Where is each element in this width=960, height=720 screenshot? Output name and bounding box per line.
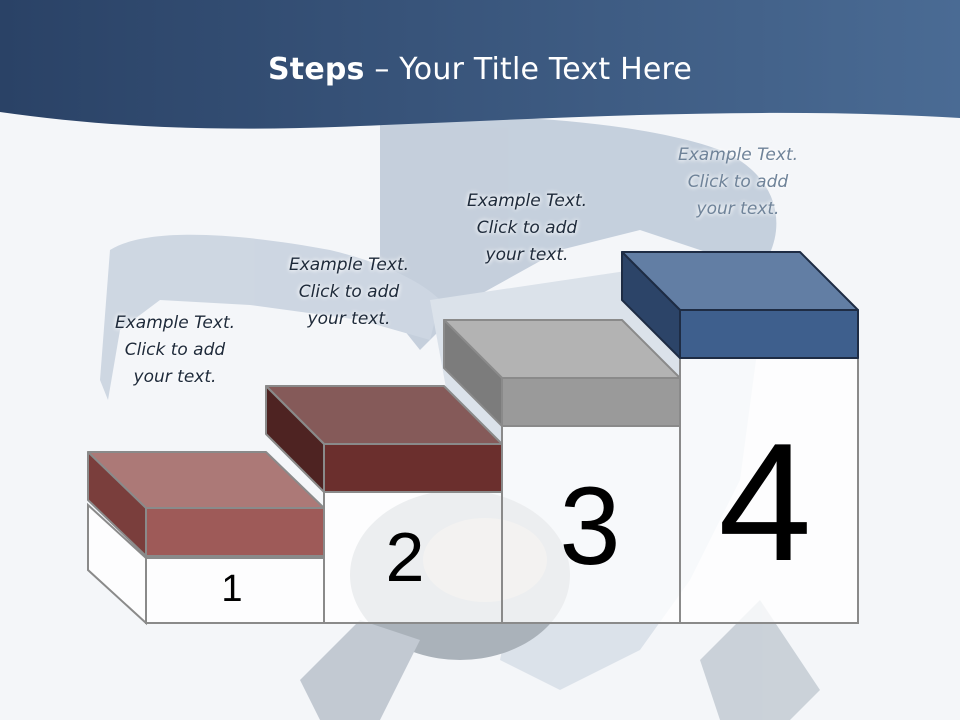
caption-line: Example Text. bbox=[466, 191, 588, 211]
caption-line: Click to add bbox=[687, 172, 789, 192]
step-caption-2[interactable]: Example Text. Click to add your text. bbox=[269, 252, 429, 333]
step-caption-1[interactable]: Example Text. Click to add your text. bbox=[95, 310, 255, 391]
step-caption-3[interactable]: Example Text. Click to add your text. bbox=[447, 188, 607, 269]
caption-line: your text. bbox=[307, 309, 391, 329]
step-number-1: 1 bbox=[221, 568, 243, 610]
caption-line: your text. bbox=[696, 199, 780, 219]
caption-line: Click to add bbox=[124, 340, 226, 360]
caption-line: Click to add bbox=[298, 282, 400, 302]
step-block-3[interactable] bbox=[443, 319, 681, 427]
riser-4 bbox=[679, 357, 859, 624]
header-band bbox=[0, 0, 960, 129]
step-block-2[interactable] bbox=[265, 385, 503, 493]
caption-line: Example Text. bbox=[677, 145, 799, 165]
step-caption-4[interactable]: Example Text. Click to add your text. bbox=[658, 142, 818, 223]
caption-line: Click to add bbox=[476, 218, 578, 238]
slide-title[interactable]: Steps – Your Title Text Here bbox=[0, 52, 960, 87]
step-number-3: 3 bbox=[559, 465, 621, 588]
step-number-2: 2 bbox=[385, 518, 425, 596]
caption-line: your text. bbox=[485, 245, 569, 265]
title-bold: Steps bbox=[267, 52, 365, 87]
step-risers bbox=[87, 357, 859, 626]
riser-2 bbox=[323, 491, 503, 624]
caption-line: Example Text. bbox=[114, 313, 236, 333]
riser-3 bbox=[501, 425, 681, 624]
step-block-1[interactable] bbox=[87, 451, 325, 557]
caption-line: your text. bbox=[133, 367, 217, 387]
step-block-4[interactable] bbox=[621, 251, 859, 359]
step-number-4: 4 bbox=[718, 408, 812, 596]
caption-line: Example Text. bbox=[288, 255, 410, 275]
title-rest: – Your Title Text Here bbox=[364, 52, 693, 87]
